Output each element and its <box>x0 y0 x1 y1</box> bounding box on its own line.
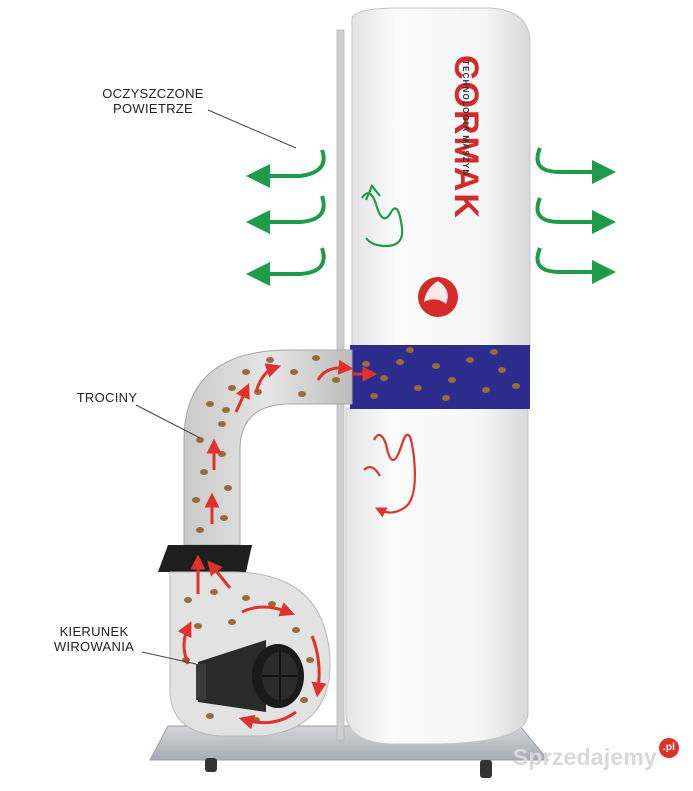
hose-flange <box>158 545 252 572</box>
clean-air-label: OCZYSZCZONE POWIETRZE <box>92 86 214 116</box>
clean-air-label-line1: OCZYSZCZONE <box>102 86 204 101</box>
cormak-logo: CORMAK TECHNOLOGIA MASZYN <box>418 55 485 317</box>
intake-hose <box>183 349 353 546</box>
hose-sawdust <box>192 355 340 533</box>
clean-air-arrows-left <box>246 149 326 286</box>
clean-air-arrows-right <box>535 147 616 284</box>
inner-air-swirl-icon <box>361 192 404 248</box>
clean-air-label-line2: POWIETRZE <box>113 101 193 116</box>
spin-direction-arrows <box>177 554 327 730</box>
callout-lines <box>135 109 297 665</box>
band-sawdust <box>362 347 520 401</box>
watermark-text: Sprzedajemy <box>512 744 657 770</box>
sawdust-label: TROCINY <box>62 390 152 405</box>
inlet-band <box>350 345 530 409</box>
collection-bag <box>345 407 529 745</box>
watermark-badge: .pl <box>659 738 679 758</box>
sawdust-swirl-icon <box>373 433 416 518</box>
watermark: Sprzedajemy.pl <box>512 738 679 771</box>
filter-bag <box>351 7 531 349</box>
spin-label-line1: KIERUNEK <box>59 624 129 639</box>
spin-label-line2: WIROWANIA <box>53 639 135 654</box>
brand-name-text: CORMAK <box>447 55 485 220</box>
hose-flow-arrows <box>204 359 378 524</box>
sawdust-label-text: TROCINY <box>76 390 138 405</box>
brand-tagline-text: TECHNOLOGIA MASZYN <box>461 60 470 176</box>
spin-direction-label: KIERUNEK WIROWANIA <box>46 624 142 654</box>
motor-inlet <box>196 640 304 712</box>
